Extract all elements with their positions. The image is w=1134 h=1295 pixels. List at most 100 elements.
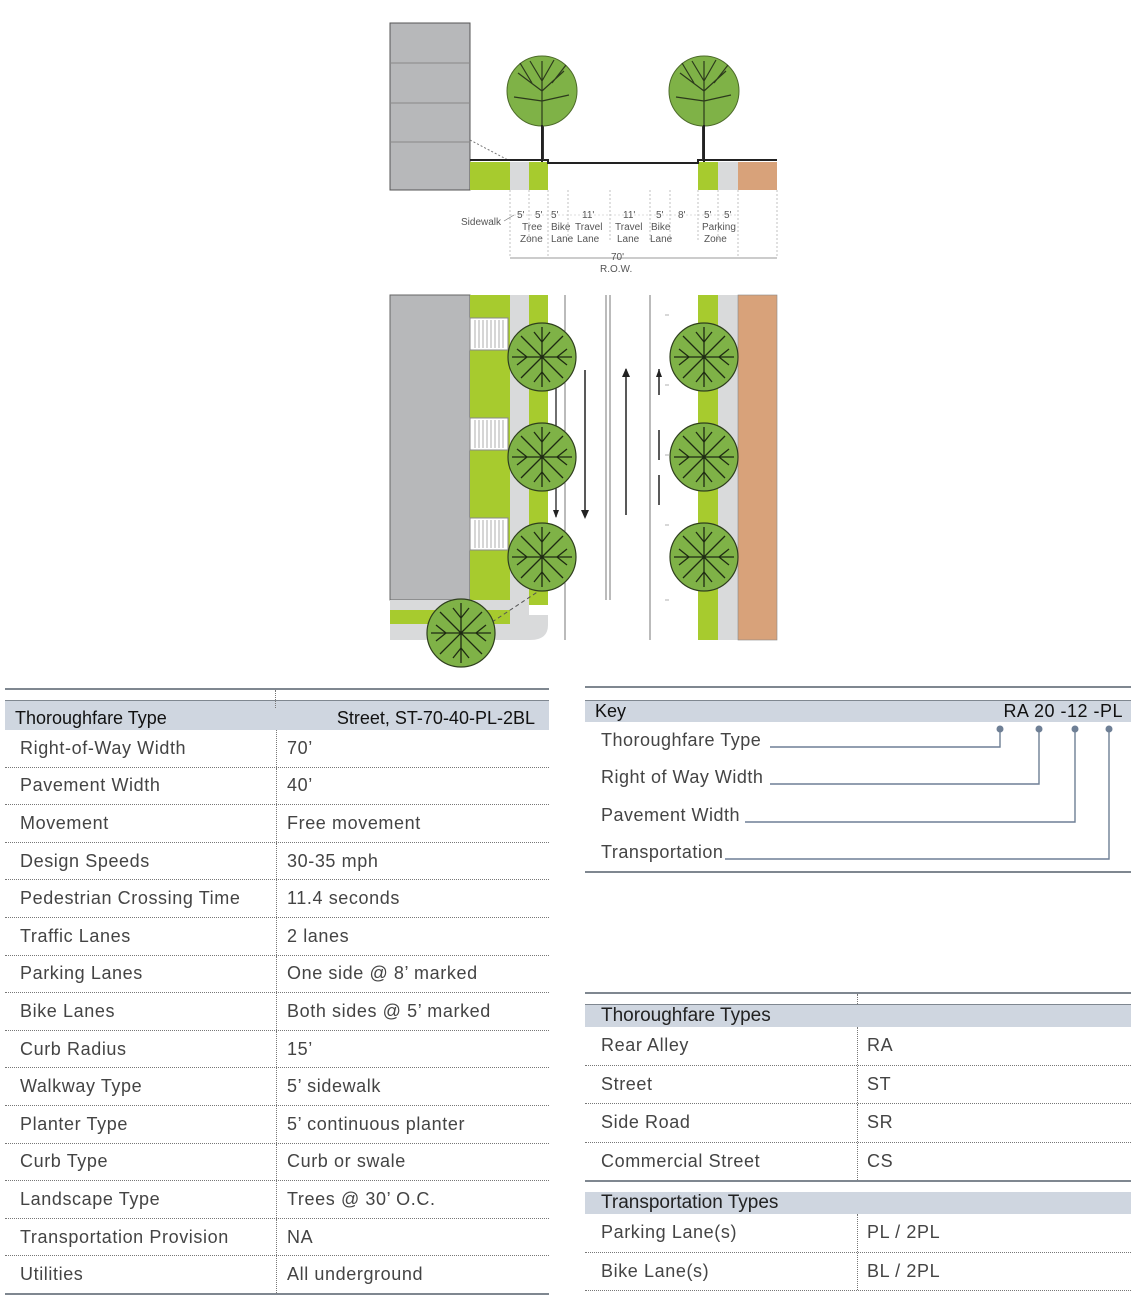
spec-table-row: Utilities All underground [5,1256,549,1295]
spec-header-label: Thoroughfare Type [15,708,167,728]
row-value: 5’ sidewalk [287,1076,381,1097]
transportation-type-row: Bike Lane(s) BL / 2PL [585,1252,1131,1291]
dim-sidewalk-right: 5' [724,210,732,221]
tree-icon [669,322,739,392]
key-title: Key [595,701,627,721]
row-label: Parking Lanes [5,955,277,993]
spec-table-row: Walkway Type 5’ sidewalk [5,1068,549,1106]
row-label: Bike Lane(s) [585,1252,858,1290]
spec-table-row: Parking Lanes One side @ 8’ marked [5,955,549,994]
dim-bike-lane-left: 5' [551,210,559,221]
building-footprint [389,294,471,601]
label-parking-zone-1: Parking [702,222,736,233]
row-value: CS [867,1150,894,1171]
row-value: Both sides @ 5’ marked [287,1000,491,1021]
label-bike-lane-right-2: Lane [650,234,673,245]
row-value: 2 lanes [287,925,350,946]
tree-icon [507,522,577,592]
thoroughfare-type-row: Rear Alley RA [585,1027,1131,1066]
row-label: Street [585,1065,858,1103]
dim-parking: 8' [678,210,686,221]
row-label: Bike Lanes [5,993,277,1030]
row-value: 5’ continuous planter [287,1113,466,1134]
row-label: Design Speeds [5,842,277,880]
row-value: 11.4 seconds [287,888,400,909]
row-label: Rear Alley [585,1027,858,1065]
spec-table-row: Bike Lanes Both sides @ 5’ marked [5,993,549,1031]
key-item-pavement-width: Pavement Width [601,805,741,826]
key-header: Key RA 20 -12 -PL [585,700,1131,722]
key-dot [996,725,1004,733]
dim-tree-zone: 5' [535,210,543,221]
label-travel-lane-left-1: Travel [575,222,602,233]
row-label: Pavement Width [5,767,277,805]
label-row-width: 70' [611,252,624,263]
label-travel-lane-right-2: Lane [617,234,640,245]
label-bike-lane-left-1: Bike [551,222,571,233]
spec-table-row: Pavement Width 40’ [5,767,549,806]
label-travel-lane-right-1: Travel [615,222,642,233]
row-value: BL / 2PL [867,1260,941,1281]
row-label: Curb Radius [5,1030,277,1068]
label-travel-lane-left-2: Lane [577,234,600,245]
row-label: Utilities [5,1256,277,1293]
tree-icon [668,55,740,127]
spec-table-row: Planter Type 5’ continuous planter [5,1105,549,1144]
row-value: SR [867,1112,894,1133]
label-parking-zone-2: Zone [704,234,727,245]
tree-icon [669,522,739,592]
key-leader-lines [725,725,1113,860]
row-label: Walkway Type [5,1068,277,1105]
stoop [469,317,509,351]
row-value: PL / 2PL [867,1222,941,1243]
tree-icon [506,55,578,127]
row-value: RA [867,1035,894,1056]
transportation-types-header: Transportation Types [585,1192,1131,1214]
stoop [469,517,509,551]
row-label: Pedestrian Crossing Time [5,880,277,917]
row-value: All underground [287,1264,424,1285]
key-item-transportation: Transportation [601,842,724,863]
stoop [469,417,509,451]
key-item-thoroughfare-type: Thoroughfare Type [601,730,762,751]
thoroughfare-types-header: Thoroughfare Types [585,1004,1131,1027]
label-tree-zone-1: Tree [522,222,543,233]
label-row: R.O.W. [600,264,632,275]
row-label: Parking Lane(s) [585,1214,858,1252]
key-example-code: RA 20 -12 -PL [1003,701,1123,721]
label-bike-lane-right-1: Bike [651,222,671,233]
thoroughfare-spec-table: Thoroughfare Type Street, ST-70-40-PL-2B… [5,688,549,1295]
street-plan-diagram [389,294,778,668]
transportation-type-row: Parking Lane(s) PL / 2PL [585,1214,1131,1253]
label-bike-lane-left-2: Lane [551,234,574,245]
spec-table-row: Transportation Provision NA [5,1218,549,1257]
row-value: Free movement [287,812,421,833]
dim-travel-lane-left: 11' [582,210,594,221]
row-value: NA [287,1226,314,1247]
tree-icon [669,422,739,492]
key-dot [1035,725,1043,733]
row-label: Traffic Lanes [5,917,277,955]
row-label: Transportation Provision [5,1218,277,1256]
row-label: Planter Type [5,1105,277,1143]
key-dot [1071,725,1079,733]
row-value: Trees @ 30’ O.C. [287,1188,436,1209]
tree-icon [426,598,496,668]
dim-bike-lane-right: 5' [656,210,664,221]
row-value: One side @ 8’ marked [287,963,478,984]
row-value: 40’ [287,775,313,796]
street-section-diagram: 5' 5' 5' 11' 11' 5' 8' 5' 5' Sidewalk Tr… [389,22,778,275]
spec-table-row: Traffic Lanes 2 lanes [5,917,549,956]
label-sidewalk: Sidewalk [461,217,502,228]
row-value: 70’ [287,737,313,758]
dim-sidewalk: 5' [517,210,525,221]
spec-table-row: Pedestrian Crossing Time 11.4 seconds [5,880,549,918]
